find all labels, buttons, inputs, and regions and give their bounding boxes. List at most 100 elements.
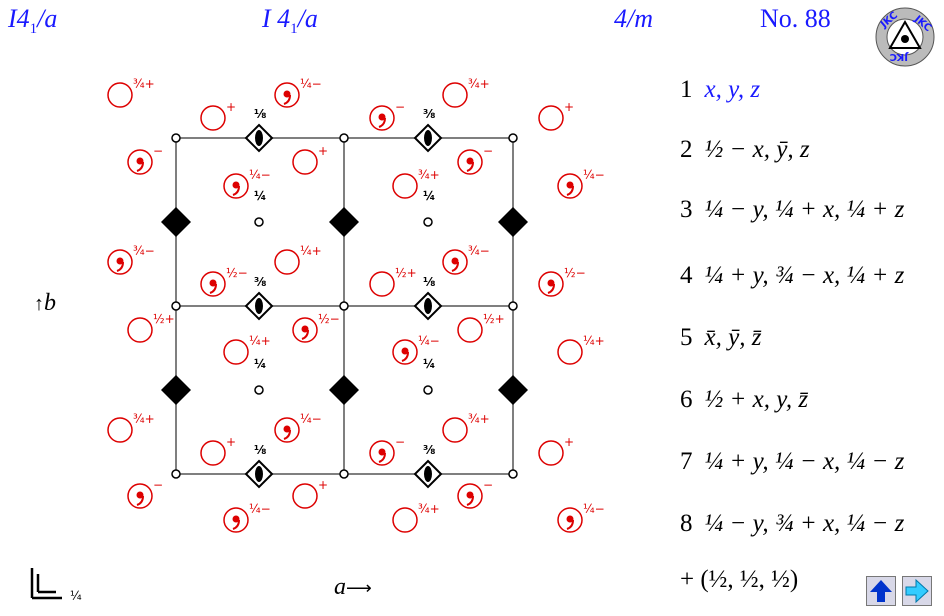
point-group: 4/m [614,4,653,33]
comma-mark [466,491,474,499]
short-symbol: I41/a [8,4,58,38]
position-height-label: − [483,144,493,158]
screw-height-label: ⅛ [254,443,266,457]
comma-tail [136,495,144,506]
position-height-label: ¾+ [133,412,155,426]
position-height-label: + [564,435,574,449]
inversion-center [423,385,433,395]
position-height-label: + [318,144,328,158]
inversion-center [254,385,264,395]
comma-tail [209,283,217,294]
position-circle [392,173,418,199]
comma-mark [232,181,240,189]
inversion-center [339,133,349,143]
comma-mark [451,257,459,265]
inversion-4bar-marker [329,375,359,405]
inversion-4-bar-axes [161,207,528,405]
comma-tail [301,329,309,340]
position-height-label: ¼− [300,77,322,91]
comma-mark [466,157,474,165]
position-circle [557,339,583,365]
position-height-label: ¼− [249,168,271,182]
nav-up-button[interactable] [866,576,896,606]
position-height-label: ¾− [133,244,155,258]
position-height-label: ¼− [583,502,605,516]
inversion-center [254,217,264,227]
inversion-center [508,301,518,311]
position-circle [538,105,564,131]
comma-mark [283,425,291,433]
general-positions: ¾+¼−¾++−++−¼−¾+−¼−¾−¼+¾−½−½+½−½−½+¼+¼−½+… [107,77,605,533]
origin-height-label: ¼ [70,589,82,603]
screw-axis-lens [255,130,263,146]
svg-text:JKC: JKC [890,51,909,62]
position-height-label: − [483,478,493,492]
screw-axis-lens [424,130,432,146]
centering-translation: + (½, ½, ½) [680,566,799,593]
inversion-center [171,469,181,479]
position-height-label: ¼+ [583,334,605,348]
axis-b-label: ↑b [34,290,56,316]
inversion-height-label: ¼ [254,189,266,203]
nav-right-button[interactable] [902,576,932,606]
screw-height-label: ⅜ [423,443,435,457]
position-circle [369,271,395,297]
comma-mark [136,491,144,499]
position-circle [200,105,226,131]
origin-indicator: ¼ [30,568,82,603]
jkc-logo-icon[interactable]: JKC JKC JKC [874,6,936,68]
inversion-center [339,469,349,479]
comma-tail [232,519,240,530]
position-circle [538,440,564,466]
comma-mark [301,325,309,333]
position-height-label: ½− [564,266,586,280]
comma-mark [209,279,217,287]
inversion-center [508,469,518,479]
position-circle [442,82,468,108]
comma-tail [232,185,240,196]
comma-mark [232,515,240,523]
comma-tail [283,429,291,440]
position-height-label: ½− [318,312,340,326]
comma-mark [547,279,555,287]
position-circle [292,483,318,509]
screw-axis-lens [255,466,263,482]
comma-mark [283,90,291,98]
position-height-label: ¾+ [418,502,440,516]
position-circle [457,317,483,343]
position-circle [442,417,468,443]
position-height-label: ¼− [583,168,605,182]
position-height-label: ½+ [395,266,417,280]
position-height-label: + [226,100,236,114]
position-height-label: ¼− [418,334,440,348]
comma-tail [466,161,474,172]
position-height-label: ½− [226,266,248,280]
position-circle [127,317,153,343]
position-circle [392,507,418,533]
screw-height-label: ⅜ [254,275,266,289]
full-symbol: I 41/a [262,4,318,38]
inversion-4bar-marker [161,207,191,237]
inversion-4bar-marker [498,207,528,237]
position-height-label: ¾+ [468,412,490,426]
position-height-label: − [153,478,163,492]
position-height-label: ¾+ [418,168,440,182]
position-circle [223,339,249,365]
position-height-label: + [564,100,574,114]
arrow-up-icon [870,580,892,602]
inversion-height-label: ¼ [254,357,266,371]
position-circle [107,82,133,108]
comma-mark [116,257,124,265]
position-height-label: ¾− [468,244,490,258]
position-circle [292,149,318,175]
inversion-4bar-marker [161,375,191,405]
comma-mark [378,113,386,121]
inversion-centers [171,133,518,479]
comma-tail [451,261,459,272]
position-height-label: ¼+ [249,334,271,348]
position-height-label: ¾+ [468,77,490,91]
